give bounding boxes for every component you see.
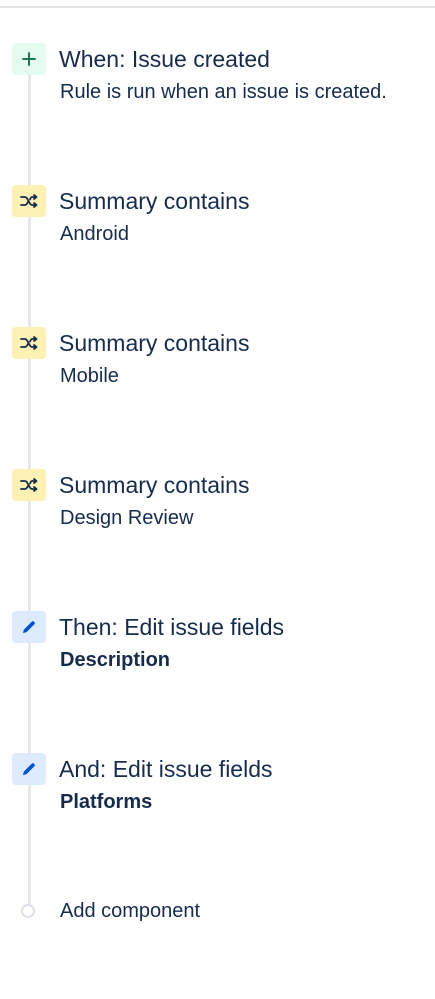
add-component-dot-icon [21, 904, 35, 918]
step-title: Summary contains [59, 188, 250, 214]
add-component-label: Add component [60, 900, 201, 922]
step-subtitle: Mobile [60, 365, 119, 387]
step-subtitle: Design Review [60, 507, 194, 529]
step-title: Then: Edit issue fields [59, 614, 285, 640]
step-subtitle: Platforms [60, 791, 153, 813]
pencil-icon [12, 611, 46, 643]
rule-step-condition-android[interactable]: Summary contains Android [0, 185, 435, 265]
shuffle-icon [12, 327, 46, 359]
rule-step-trigger[interactable]: When: Issue created Rule is run when an … [0, 43, 435, 123]
pencil-icon [12, 753, 46, 785]
rule-step-action-description[interactable]: Then: Edit issue fields Description [0, 611, 435, 691]
plus-icon [12, 43, 46, 75]
step-title: Summary contains [59, 472, 250, 498]
rule-step-condition-design-review[interactable]: Summary contains Design Review [0, 469, 435, 549]
step-title: When: Issue created [59, 46, 270, 72]
shuffle-icon [12, 185, 46, 217]
step-title: Summary contains [59, 330, 250, 356]
add-component-button[interactable]: Add component [0, 896, 435, 928]
shuffle-icon [12, 469, 46, 501]
step-title: And: Edit issue fields [59, 756, 273, 782]
step-subtitle: Rule is run when an issue is created. [60, 81, 387, 103]
rule-step-action-platforms[interactable]: And: Edit issue fields Platforms [0, 753, 435, 833]
step-subtitle: Description [60, 649, 171, 671]
top-divider [0, 0, 435, 8]
rule-step-condition-mobile[interactable]: Summary contains Mobile [0, 327, 435, 407]
step-subtitle: Android [60, 223, 129, 245]
